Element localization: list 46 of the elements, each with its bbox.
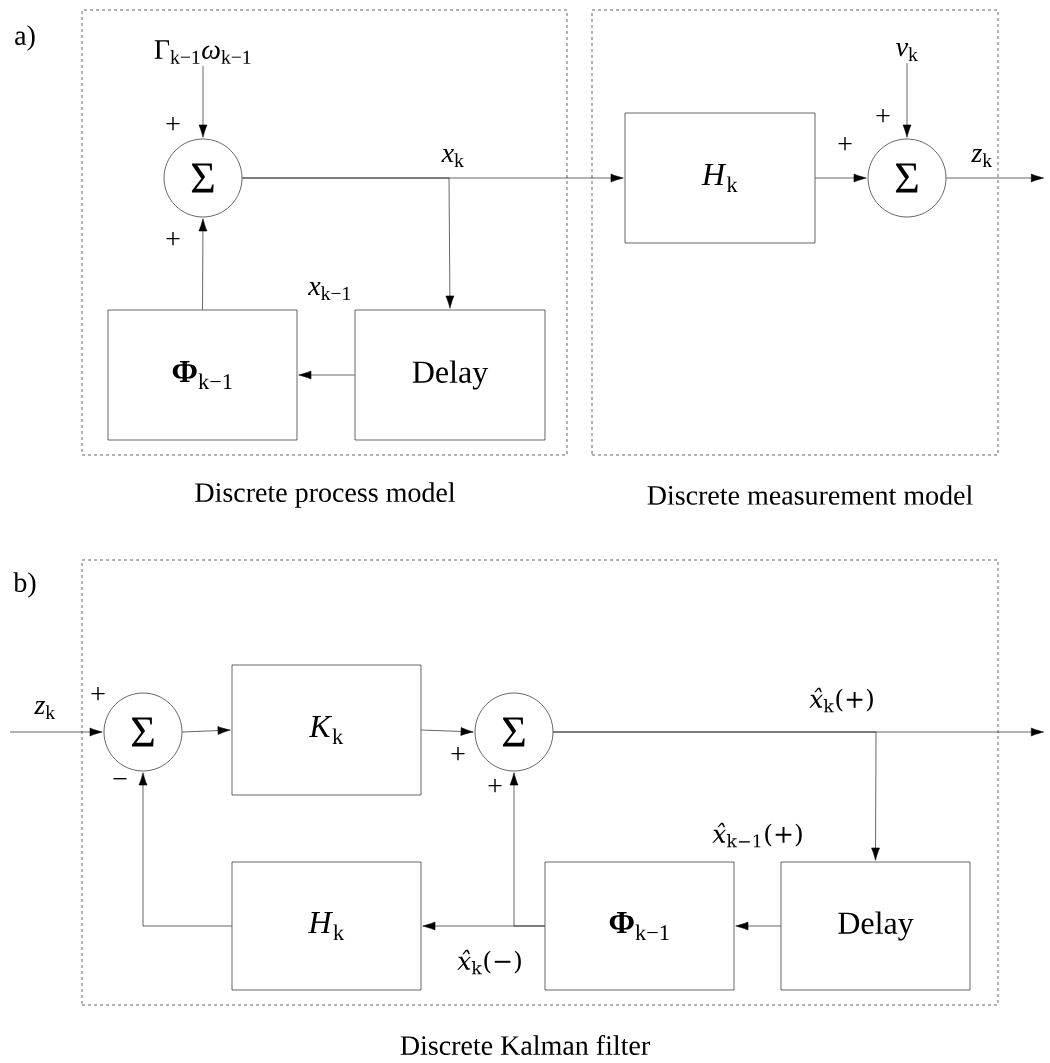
arrow (509, 772, 545, 927)
input-label: v$_{k}$ (896, 43, 918, 61)
node-label: Discrete process model (195, 482, 456, 508)
summing-junction: Σ (163, 138, 243, 218)
arrow (198, 65, 208, 138)
panel-letter: b) (13, 572, 36, 598)
arrow (198, 218, 208, 310)
sign-label: − (113, 778, 127, 780)
arrow (182, 726, 231, 735)
arrow (553, 731, 880, 861)
sign-label: + (166, 117, 180, 131)
block-box: K$_{k}$ (231, 664, 422, 796)
panel-letter: a) (15, 25, 35, 51)
sign-label: + (838, 137, 852, 151)
block-box: Delay (354, 309, 546, 441)
signal-label: x$_{k−1}$ (307, 282, 351, 300)
sign-label: + (451, 747, 465, 761)
arrow (946, 173, 1044, 183)
signal-label: x$_{k}$ (441, 149, 464, 167)
arrow (815, 173, 867, 183)
signal-label: z$_{k}$ (971, 149, 993, 167)
block-box: Φ$_{k−1}$ (544, 861, 735, 991)
summing-junction: Σ (867, 138, 947, 218)
signal-label: z$_{k}$ (34, 701, 56, 719)
sign-label: + (488, 779, 502, 793)
node-label: Discrete measurement model (647, 485, 973, 505)
arrow (902, 62, 912, 138)
summing-junction: Σ (474, 692, 554, 772)
block-box: Delay (780, 861, 971, 991)
node-label: Discrete Kalman filter (400, 1035, 650, 1055)
arrow (138, 772, 232, 927)
block-box: Φ$_{k−1}$ (107, 309, 298, 441)
signal-label: x̂$_{k}$(+) (809, 687, 873, 713)
block-box: H$_{k}$ (624, 112, 816, 244)
arrow (421, 727, 474, 736)
arrow (242, 177, 455, 309)
sign-label: + (166, 232, 180, 246)
input-label: Γ$_{k−1}$ω$_{k−1}$ (154, 40, 251, 64)
sign-label: + (876, 109, 890, 123)
arrow (735, 921, 781, 931)
arrow (298, 370, 355, 380)
block-box: H$_{k}$ (231, 861, 422, 991)
signal-label: x̂$_{k}$(−) (457, 949, 521, 975)
sign-label: + (91, 687, 105, 701)
signal-label: x̂$_{k−1}$(+) (712, 822, 802, 848)
arrow (9, 727, 103, 737)
